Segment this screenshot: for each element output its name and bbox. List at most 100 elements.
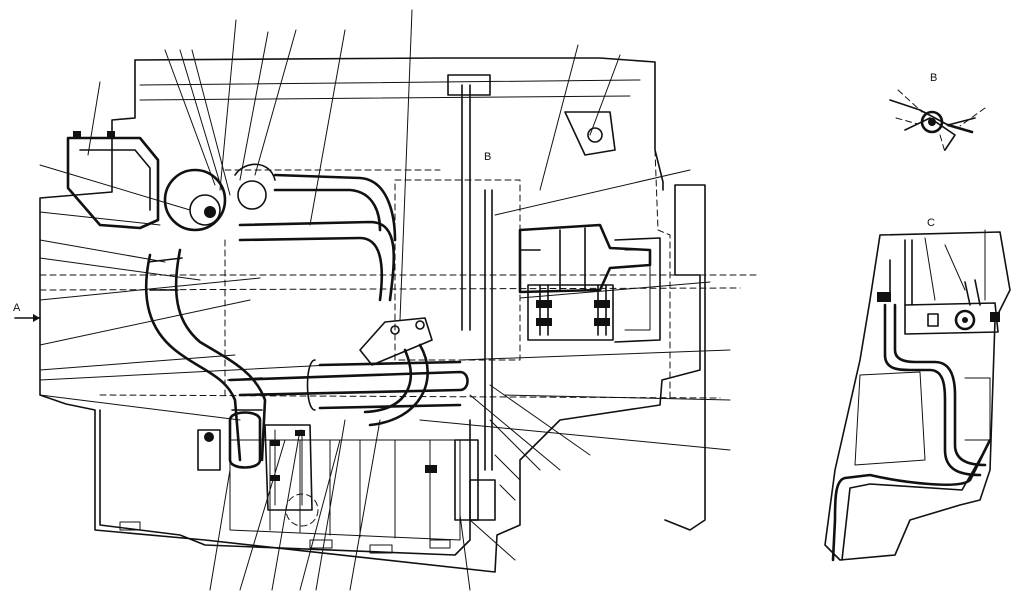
middle-plate (394, 179, 521, 361)
filter-bolt-1 (270, 440, 280, 446)
leader-left-7 (39, 354, 236, 371)
leader-right-3 (459, 349, 731, 361)
detail-b-view (889, 89, 986, 153)
leader-left-2 (39, 211, 161, 226)
water-separator (469, 479, 496, 521)
leader-top-9 (539, 44, 579, 191)
flywheel-flange (614, 237, 661, 343)
reference-line-2 (39, 287, 741, 291)
detail-c-leaders (924, 229, 986, 301)
detail-b-fitting (920, 110, 944, 134)
leader-top-3 (191, 49, 231, 196)
pan-fitting (425, 465, 437, 473)
injection-pump-nozzles (539, 284, 607, 336)
leader-br-4 (494, 454, 521, 481)
leader-top-7 (309, 29, 346, 226)
upper-pipe-1 (238, 220, 396, 302)
injector-1 (536, 300, 552, 308)
detail-c-valve-left (877, 292, 891, 302)
upper-pipe-3 (273, 173, 397, 242)
detail-c-view (824, 229, 1011, 562)
leader-top-4 (219, 19, 237, 191)
leader-bot-5 (315, 419, 346, 591)
leader-left-1 (39, 164, 191, 211)
arrow-a-label: A (13, 302, 21, 314)
air-filter-box-inner (79, 149, 151, 211)
leader-right-1 (494, 169, 691, 216)
oil-cooler-pipe-2 (318, 360, 462, 410)
engine-block-outline (39, 59, 706, 573)
leader-br-2 (469, 394, 561, 471)
detail-b-bolt (946, 123, 974, 134)
oil-pan-ribs (269, 439, 431, 541)
detail-c-pipe-1 (883, 303, 982, 477)
lower-curved-hose-2 (363, 348, 412, 414)
detail-c-fill-pipe (964, 279, 981, 306)
leader-top-6 (254, 29, 297, 176)
main-engine-view (14, 9, 761, 591)
vertical-fuel-line (484, 189, 493, 471)
leader-left-9 (39, 394, 241, 421)
oil-pan-foot-4 (429, 539, 451, 549)
detail-b-stem (939, 134, 946, 153)
lower-curved-hose (368, 343, 429, 427)
leader-top-10 (589, 54, 621, 136)
detail-c-pipe-2 (893, 303, 987, 467)
leader-bot-4 (299, 439, 341, 591)
engine-head-line (139, 79, 641, 101)
leader-br-5 (499, 484, 516, 501)
reference-line-3 (99, 394, 721, 399)
oil-pan (99, 409, 471, 556)
engine-top-cover (134, 57, 664, 191)
upper-pipe-elbow (234, 163, 276, 181)
intake-hose-outer (174, 248, 267, 462)
oil-pan-foot-1 (119, 521, 141, 531)
leader-right-2 (519, 281, 711, 299)
filter-assembly (264, 424, 313, 511)
leader-right-5 (419, 419, 731, 451)
leader-left-6 (39, 299, 251, 346)
leader-left-4 (39, 257, 201, 281)
vertical-dipstick (461, 84, 471, 331)
oblique-bracket-bolt-1 (390, 325, 400, 335)
oil-cooler-pipe-1 (228, 370, 469, 397)
leader-top-11 (87, 81, 101, 156)
top-bracket (564, 111, 616, 156)
detail-c-upper-rod (889, 239, 913, 306)
oil-pan-inner (229, 439, 461, 541)
upper-pipe-2 (238, 236, 384, 302)
detail-c-outline (824, 231, 1011, 561)
engine-right-edge (654, 149, 671, 401)
fuel-filter (228, 411, 262, 469)
leader-top-8 (399, 9, 413, 321)
leader-bot-6 (349, 419, 381, 591)
leader-bot-1 (209, 469, 231, 591)
leader-bot-7 (459, 514, 471, 591)
flywheel-flange-inner (624, 249, 651, 331)
leader-top-5 (239, 31, 269, 181)
filter-bolt-2 (295, 430, 305, 436)
upper-pipe-4 (273, 188, 382, 232)
left-plate (224, 169, 441, 396)
leader-left-5 (39, 277, 261, 301)
detail-c-plate (904, 302, 999, 335)
injector-4 (594, 318, 610, 326)
leader-right-4 (504, 394, 731, 401)
leader-left-8 (39, 364, 331, 381)
detail-b-leaders (895, 89, 986, 127)
leader-left-3 (39, 239, 166, 263)
air-filter-bolt-2 (107, 131, 115, 139)
detail-b-fitting-core (928, 118, 936, 126)
air-filter-bolt-1 (73, 131, 81, 139)
leader-br-6 (469, 519, 516, 561)
detail-c-fitting (954, 309, 976, 331)
oil-pan-foot-2 (309, 539, 333, 549)
turbo-flange (237, 180, 267, 210)
detail-c-inner-frame (854, 371, 991, 466)
turbocharger-housing (163, 168, 227, 232)
primary-filter (197, 429, 221, 471)
view-arrow-a-head (33, 314, 40, 322)
detail-c-lower-pipe (831, 438, 992, 562)
turbocharger-hub (204, 206, 216, 218)
air-filter-box (66, 136, 160, 230)
